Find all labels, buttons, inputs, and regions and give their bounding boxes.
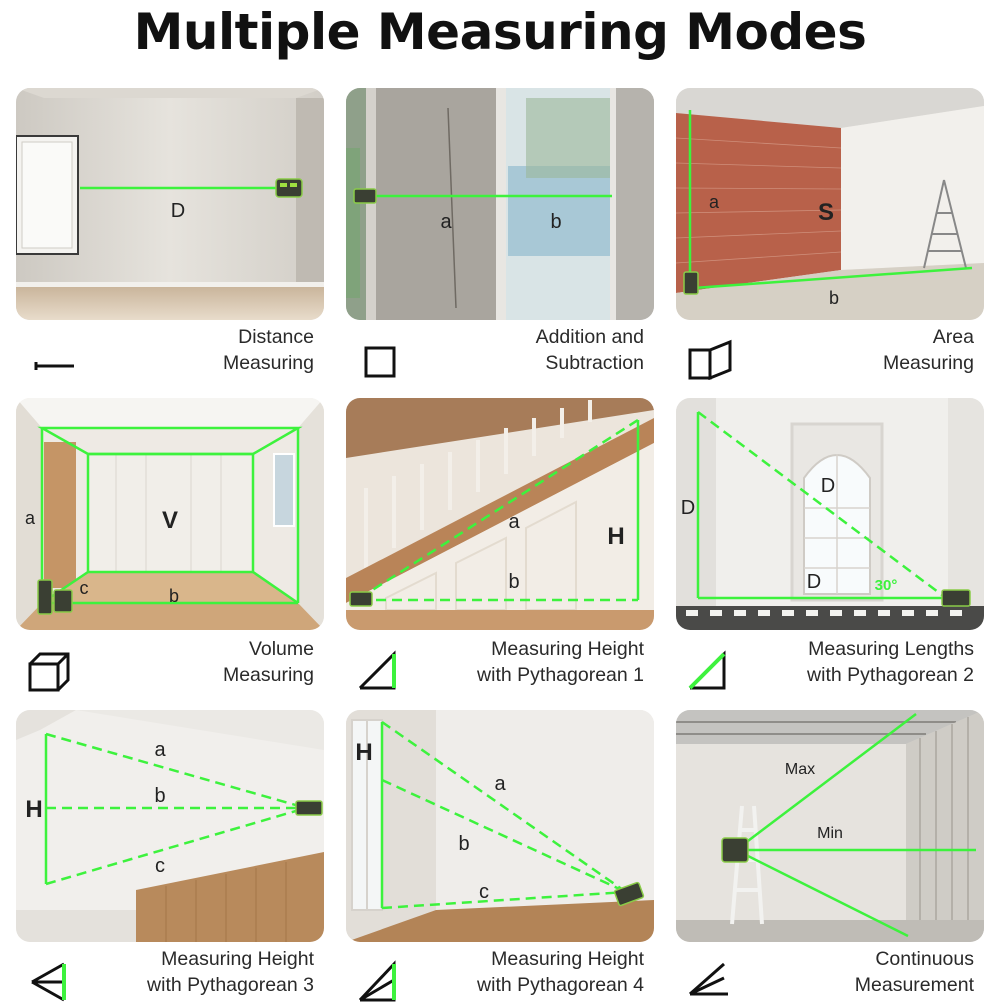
label-a: a xyxy=(508,511,520,533)
caption-label: Volume Measuring xyxy=(222,638,314,686)
caption-pyth4: Measuring Height with Pythagorean 4 xyxy=(346,948,654,1006)
caption-pyth2: Measuring Lengths with Pythagorean 2 xyxy=(676,638,984,696)
label-b: b xyxy=(550,211,561,233)
label-s: S xyxy=(818,199,834,226)
distance-scene: D xyxy=(16,88,324,320)
area-icon xyxy=(688,339,732,380)
panel-continuous: Max Min xyxy=(676,710,984,942)
label-b: b xyxy=(154,785,165,807)
label-h: H xyxy=(25,796,42,823)
label-max: Max xyxy=(785,761,815,778)
label-d-horizontal: D xyxy=(807,571,821,593)
pyth2-scene: D D D 30° xyxy=(676,398,984,630)
label-min: Min xyxy=(817,825,843,842)
caption-volume: Volume Measuring xyxy=(16,638,324,696)
label-h: H xyxy=(607,523,624,550)
pyth4-scene: H a b c xyxy=(346,710,654,942)
label-v: V xyxy=(162,507,178,534)
caption-label: Continuous Measurement xyxy=(854,948,974,996)
label-a: a xyxy=(709,192,720,212)
label-c: c xyxy=(80,578,89,598)
area-scene: a S b xyxy=(676,88,984,320)
caption-continuous: Continuous Measurement xyxy=(676,948,984,1006)
caption-label: Addition and Subtraction xyxy=(535,326,644,374)
panel-volume: a V c b xyxy=(16,398,324,630)
addition-scene: a b xyxy=(346,88,654,320)
label-d-hypotenuse: D xyxy=(821,475,835,497)
label-a: a xyxy=(494,773,506,795)
panel-pyth4: H a b c xyxy=(346,710,654,942)
label-angle: 30° xyxy=(875,577,898,594)
label-b: b xyxy=(458,833,469,855)
label-d: D xyxy=(171,200,185,222)
label-b: b xyxy=(829,288,839,308)
caption-pyth3: Measuring Height with Pythagorean 3 xyxy=(16,948,324,1006)
caption-area: Area Measuring xyxy=(676,326,984,384)
square-icon xyxy=(364,346,396,378)
caption-distance: Distance Measuring xyxy=(16,326,324,384)
panel-pyth3: a b c H xyxy=(16,710,324,942)
fan-icon xyxy=(31,962,66,1002)
caption-pyth1: Measuring Height with Pythagorean 1 xyxy=(346,638,654,696)
pyth3-scene: a b c H xyxy=(16,710,324,942)
page-title: Multiple Measuring Modes xyxy=(133,3,867,61)
caption-label: Measuring Lengths with Pythagorean 2 xyxy=(807,638,974,686)
label-a: a xyxy=(25,508,36,528)
caption-label: Measuring Height with Pythagorean 4 xyxy=(477,948,644,996)
continuous-scene: Max Min xyxy=(676,710,984,942)
triangle-filled-icon xyxy=(688,650,726,690)
distance-icon xyxy=(34,362,74,370)
label-c: c xyxy=(479,881,489,903)
angle-icon xyxy=(689,962,728,996)
triangle-icon xyxy=(358,650,396,690)
caption-addition: Addition and Subtraction xyxy=(346,326,654,384)
caption-label: Measuring Height with Pythagorean 3 xyxy=(147,948,314,996)
label-b: b xyxy=(508,571,519,593)
panel-addition: a b xyxy=(346,88,654,320)
panel-pyth1: a H b xyxy=(346,398,654,630)
label-a: a xyxy=(154,739,166,761)
caption-label: Distance Measuring xyxy=(222,326,314,374)
label-c: c xyxy=(155,855,165,877)
caption-label: Measuring Height with Pythagorean 1 xyxy=(477,638,644,686)
caption-label: Area Measuring xyxy=(882,326,974,374)
volume-scene: a V c b xyxy=(16,398,324,630)
panel-distance: D xyxy=(16,88,324,320)
panel-area: a S b xyxy=(676,88,984,320)
panel-pyth2: D D D 30° xyxy=(676,398,984,630)
label-a: a xyxy=(440,211,452,233)
label-d-vertical: D xyxy=(681,497,695,519)
label-b: b xyxy=(169,586,179,606)
pyth1-scene: a H b xyxy=(346,398,654,630)
cube-icon xyxy=(28,652,70,692)
label-h: H xyxy=(355,739,372,766)
